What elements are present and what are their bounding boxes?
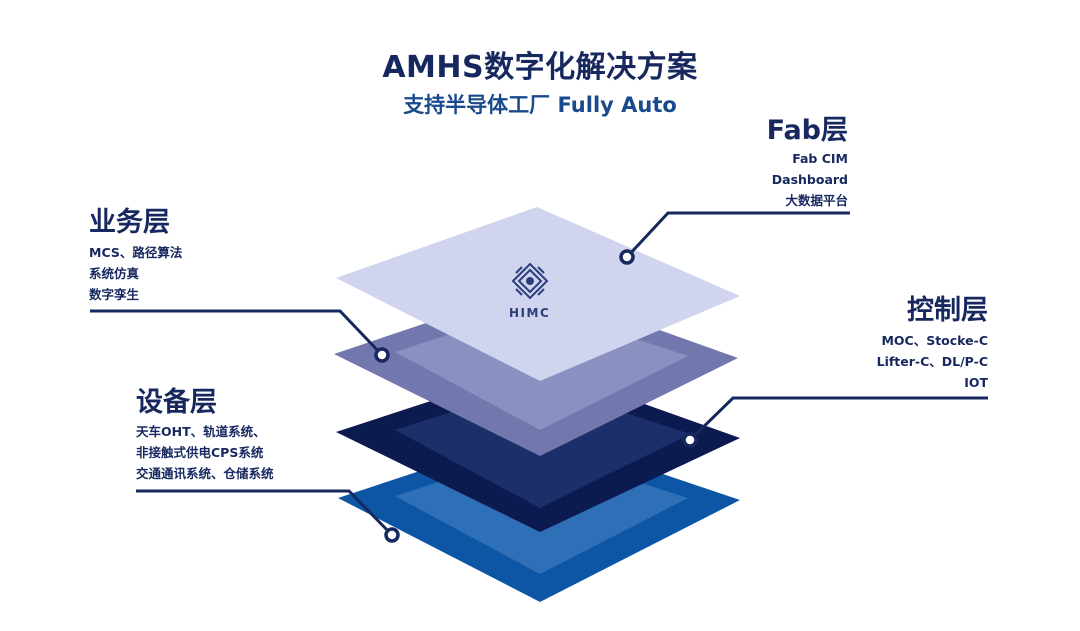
- business-item: MCS、路径算法: [89, 245, 183, 260]
- page-title: AMHS数字化解决方案: [382, 50, 698, 85]
- fab-connector-line: [625, 211, 850, 259]
- control-item: Lifter-C、DL/P-C: [876, 354, 988, 369]
- himc-logo-icon: [511, 262, 549, 300]
- fab-layer-title: Fab层: [766, 115, 848, 146]
- equipment-connector-dot: [384, 527, 400, 543]
- fab-item: 大数据平台: [785, 193, 848, 208]
- control-connector-line: [688, 396, 988, 442]
- fab-item: Dashboard: [771, 172, 848, 187]
- control-connector-dot: [682, 432, 698, 448]
- fab-layer-items: Fab CIM Dashboard 大数据平台: [772, 148, 848, 211]
- control-item: MOC、Stocke-C: [881, 333, 988, 348]
- control-layer-title: 控制层: [907, 295, 988, 326]
- business-item: 数字孪生: [89, 287, 140, 302]
- control-item: IOT: [964, 375, 988, 390]
- equipment-layer-items: 天车OHT、轨道系统、 非接触式供电CPS系统 交通通讯系统、仓储系统: [136, 421, 274, 484]
- business-connector-line: [90, 309, 384, 357]
- fab-connector-dot: [619, 249, 635, 265]
- equipment-item: 非接触式供电CPS系统: [136, 445, 264, 460]
- business-layer-title: 业务层: [89, 207, 170, 238]
- equipment-connector-line: [136, 489, 394, 537]
- control-layer-items: MOC、Stocke-C Lifter-C、DL/P-C IOT: [877, 330, 988, 393]
- business-item: 系统仿真: [89, 266, 140, 281]
- equipment-item: 交通通讯系统、仓储系统: [136, 466, 274, 481]
- equipment-item: 天车OHT、轨道系统、: [136, 424, 266, 439]
- page-subtitle: 支持半导体工厂 Fully Auto: [403, 93, 677, 117]
- logo-label: HIMC: [509, 306, 551, 320]
- business-connector-dot: [374, 347, 390, 363]
- fab-item: Fab CIM: [792, 151, 848, 166]
- equipment-layer-title: 设备层: [136, 387, 217, 418]
- business-layer-items: MCS、路径算法 系统仿真 数字孪生: [89, 242, 182, 305]
